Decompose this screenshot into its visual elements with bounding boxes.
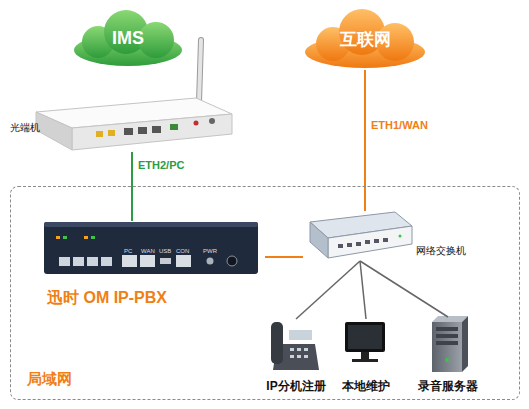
device-node: 网络交换机 [303,211,473,261]
node-label: 本地维护 [333,380,399,394]
network-region: 局域网 迅时 OM IP-PBX 网络交换机 IP分机注册本地维护录音服务器 [10,186,520,400]
pbx-device-part [122,255,137,267]
network-switch-part [338,244,343,248]
optical-modem [36,40,232,150]
node-label: IP分机注册 [256,380,336,394]
node-label: 迅时 OM IP-PBX [47,289,167,307]
server-icon-part [436,327,458,331]
optical-modem-part [36,112,72,150]
port-label: PC [124,248,132,254]
device-node: 迅时 OM IP-PBX [43,221,265,313]
pbx-device-part [44,222,258,274]
optical-modem-part [209,118,215,124]
edge-label: ETH1/WAN [371,120,428,131]
optical-modem-part [124,128,133,135]
ip-phone-icon-part [289,330,312,340]
optical-modem-part [170,124,178,130]
server-icon [432,316,468,372]
pbx-device-part [84,236,88,239]
device-node: 本地维护 [333,319,399,397]
ip-phone-icon-part [304,348,308,351]
pbx-device-part [87,257,98,266]
network-switch-part [310,222,328,258]
node-label: 互联网 [303,30,428,50]
pbx-device-part [44,222,258,227]
server-icon-part [436,334,458,338]
node-label: IMS [72,28,184,49]
cloud-node: IMS [72,8,184,68]
pbx-device-part [63,236,67,239]
optical-modem-part [199,40,201,102]
pbx-device [44,222,258,274]
connector-line [364,70,366,211]
port-label: PWR [203,248,217,254]
device-node: 光端机 [8,78,233,152]
monitor-icon-part [352,359,378,362]
node-label: 局域网 [27,370,72,387]
node-label: 网络交换机 [416,245,466,257]
connector-line [296,261,360,319]
node-label: 录音服务器 [403,380,493,394]
pbx-device-part [56,236,60,239]
optical-modem-part [138,127,147,134]
pbx-device-part [227,256,237,266]
pbx-device-part [73,257,84,266]
optical-modem-part [108,130,115,136]
ip-phone-icon [271,322,319,370]
network-switch-part [347,243,352,247]
port-label: USB [159,248,171,254]
optical-modem-part [96,131,103,137]
monitor-icon-part [361,352,369,359]
pbx-device-part [207,258,214,265]
optical-modem-part [152,126,161,133]
server-icon-part [436,341,458,345]
connector-line [360,261,366,319]
network-switch-part [356,242,361,246]
connector-line [360,261,448,317]
monitor-icon [345,322,385,362]
pbx-device-part [101,257,112,266]
ip-phone-icon-part [290,355,294,358]
pbx-device-part [176,255,191,267]
ip-phone-icon-part [271,322,283,364]
device-node: 录音服务器 [403,317,493,397]
device-node: IP分机注册 [256,319,336,397]
server-icon-part [445,358,449,362]
cloud-node: 互联网 [303,8,428,70]
network-switch-part [328,226,412,258]
pbx-device-part [91,236,95,239]
optical-modem-part [72,114,232,150]
ip-phone-icon-part [304,355,308,358]
port-label: WAN [141,248,155,254]
network-switch-part [365,240,370,244]
port-label: CON [176,248,189,254]
connector-line [265,256,303,258]
network-switch-part [374,239,379,243]
edge-label: ETH2/PC [138,160,184,171]
ip-phone-icon-part [297,348,301,351]
monitor-icon-part [345,322,385,352]
monitor-icon-part [348,325,382,349]
node-label: 光端机 [10,122,40,134]
ip-phone-icon-part [290,348,294,351]
server-icon-part [432,316,468,322]
network-switch-part [383,238,388,242]
pbx-device-part [59,257,70,266]
optical-modem-part [194,121,199,126]
network-switch [310,212,412,258]
optical-modem-part [199,40,201,102]
pbx-device-part [160,258,171,264]
server-icon-part [462,316,468,372]
pbx-device-part [140,255,155,267]
network-switch-part [399,235,402,238]
server-icon-part [432,322,462,372]
ip-phone-icon-part [297,355,301,358]
